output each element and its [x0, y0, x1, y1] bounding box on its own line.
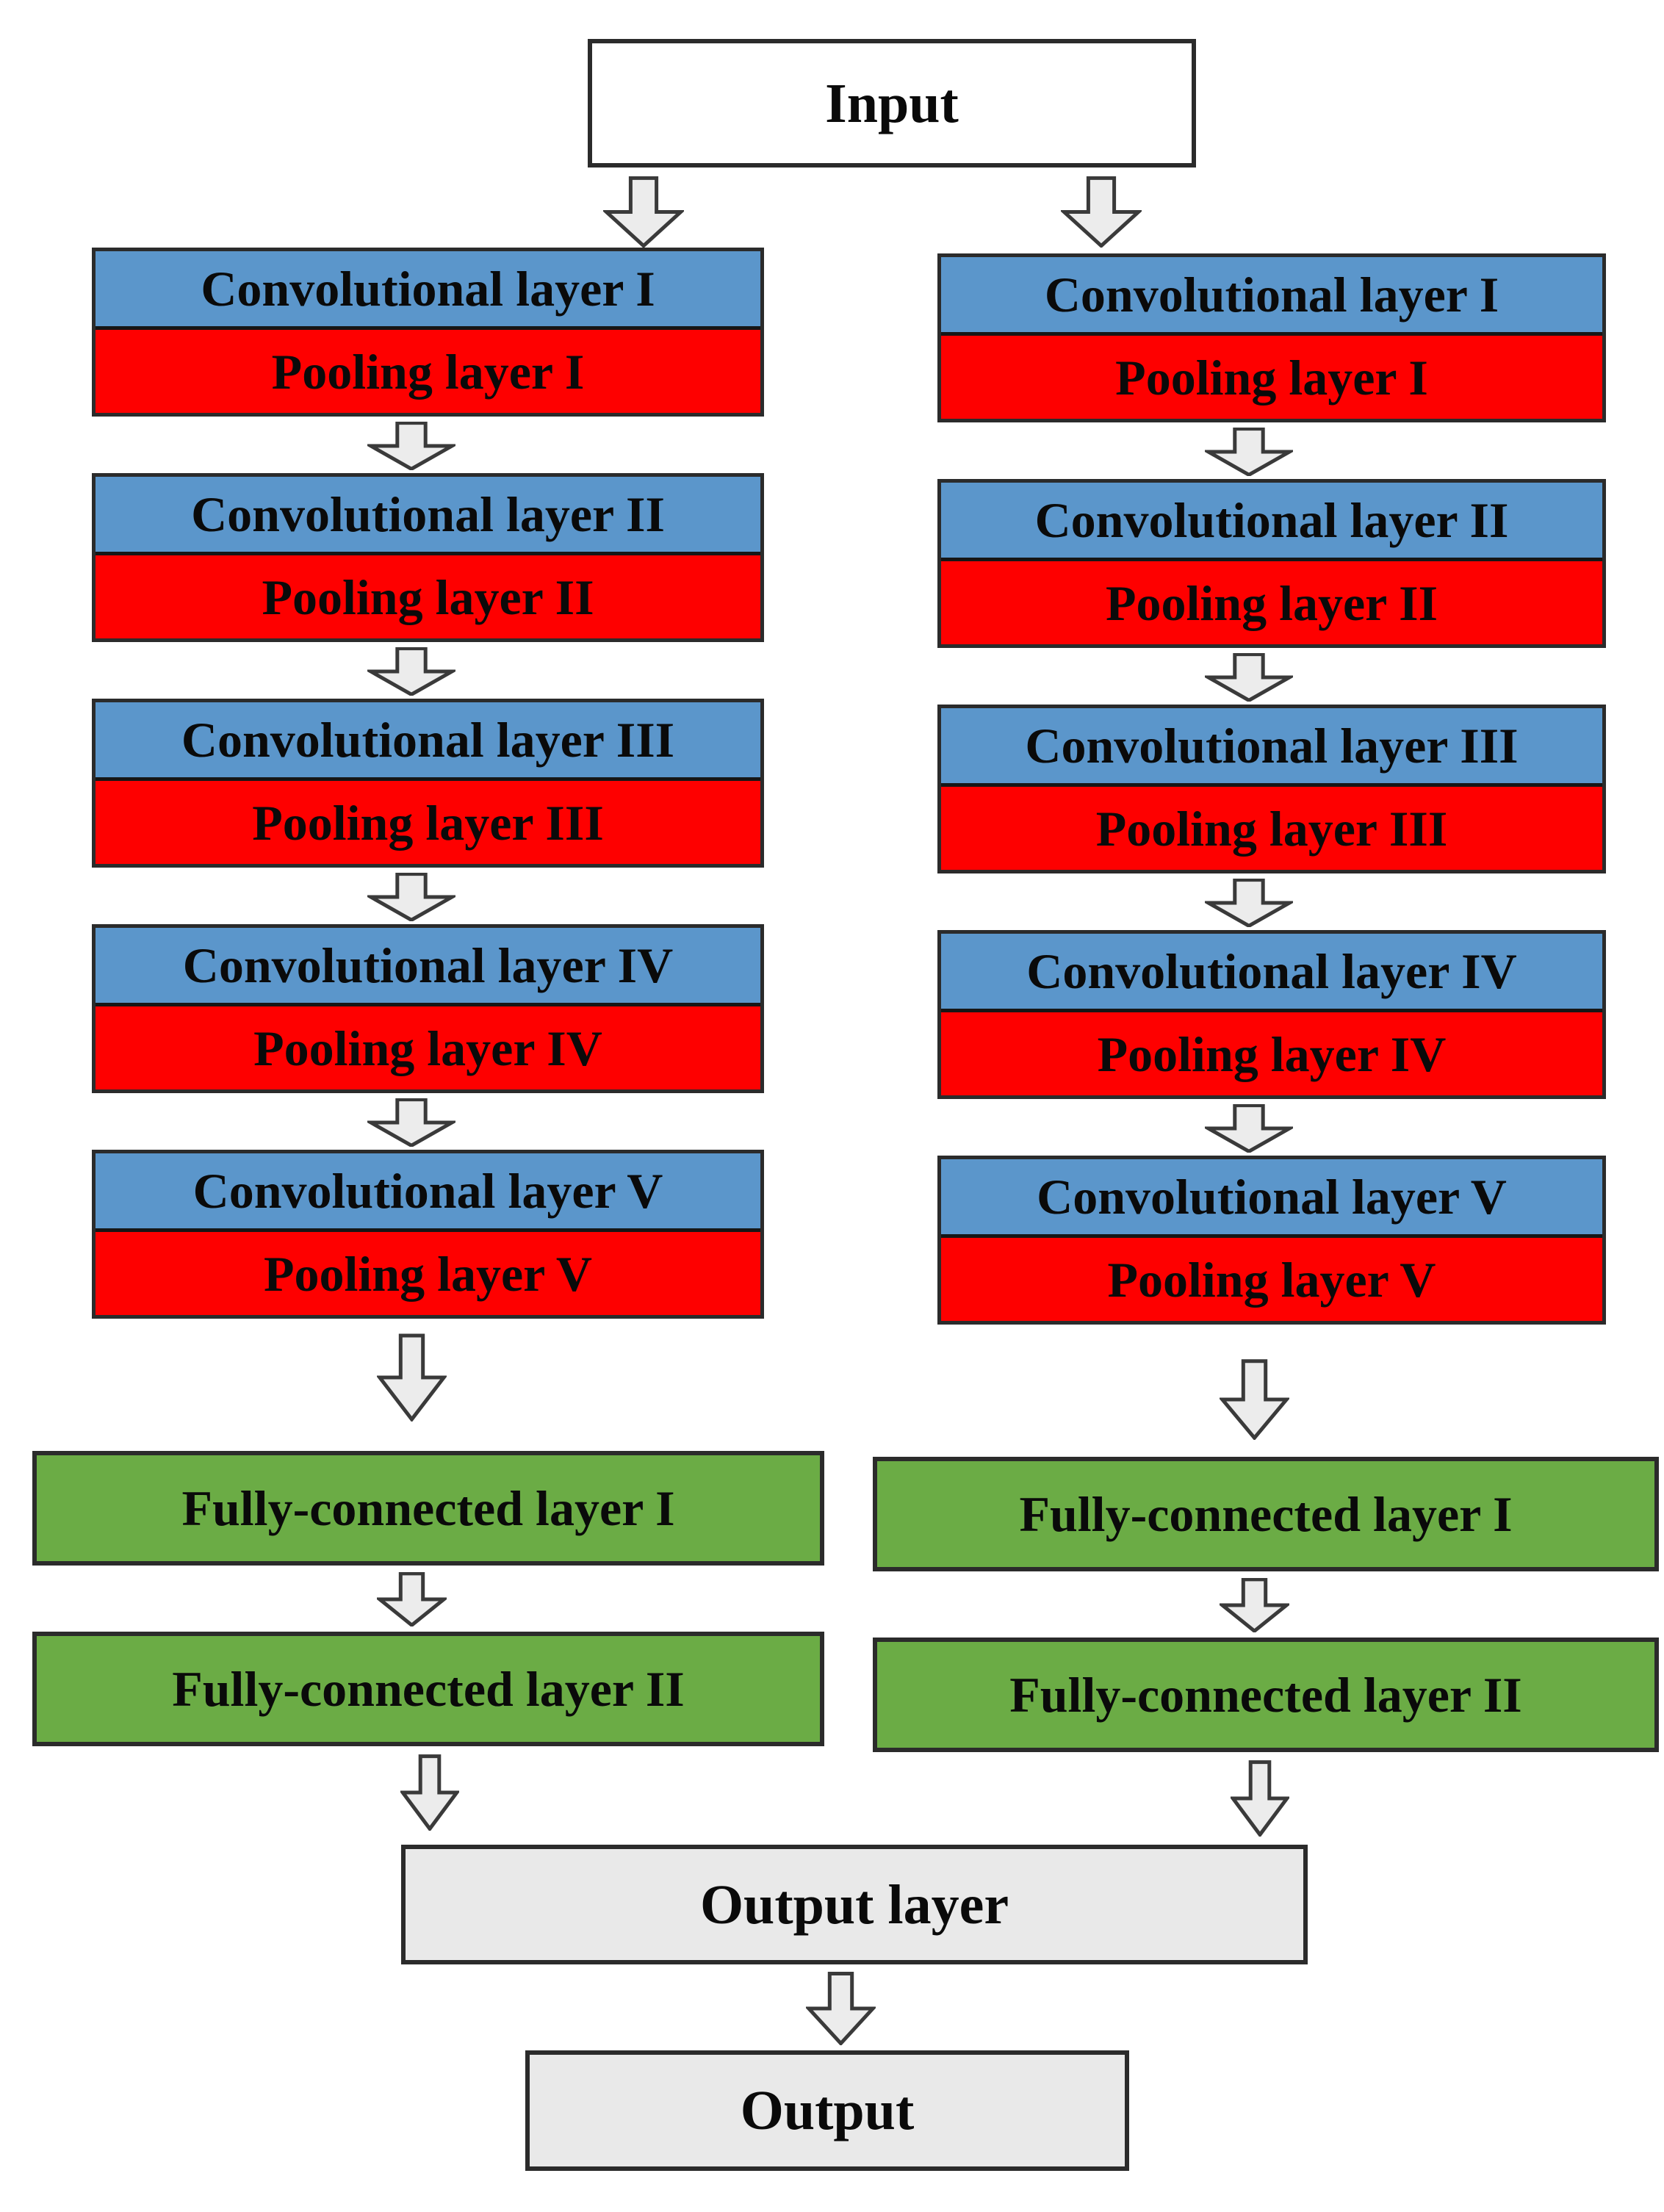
left-conv-layer-4-box: Convolutional layer IV	[96, 928, 760, 1006]
arrow-down-glyph	[1205, 428, 1293, 476]
arrow-down-glyph	[400, 1754, 459, 1831]
left-pool-layer-2-box: Pooling layer II	[96, 555, 760, 638]
left-conv-pool-block-5: Convolutional layer V Pooling layer V	[92, 1150, 764, 1319]
right-conv-layer-2-box: Convolutional layer II	[941, 483, 1602, 561]
arrow-down-icon-left-fc2-to-output	[400, 1754, 459, 1831]
arrow-down-glyph	[1220, 1578, 1289, 1632]
right-pool-layer-1-box: Pooling layer I	[941, 336, 1602, 419]
left-pool-layer-5-box: Pooling layer V	[96, 1232, 760, 1315]
right-conv-pool-block-4: Convolutional layer IV Pooling layer IV	[937, 930, 1606, 1099]
right-pool-layer-2-box: Pooling layer II	[941, 561, 1602, 644]
arrow-down-glyph	[1220, 1359, 1289, 1440]
right-pool-layer-3-box: Pooling layer III	[941, 787, 1602, 870]
right-pool-layer-2-label: Pooling layer II	[1105, 574, 1438, 631]
left-pool-layer-2-label: Pooling layer II	[262, 569, 594, 625]
arrow-down-glyph	[603, 176, 684, 248]
arrow-down-icon-right-2	[1205, 653, 1293, 702]
arrow-down-glyph	[806, 1972, 876, 2045]
left-conv-layer-2-label: Convolutional layer II	[191, 486, 665, 542]
right-conv-pool-block-5: Convolutional layer V Pooling layer V	[937, 1156, 1606, 1325]
output-label: Output	[740, 2080, 915, 2141]
right-conv-layer-2-label: Convolutional layer II	[1034, 492, 1509, 548]
right-conv-pool-block-1: Convolutional layer I Pooling layer I	[937, 253, 1606, 422]
arrow-down-icon-left-4	[367, 1098, 455, 1147]
arrow-down-icon-left-3	[367, 873, 455, 921]
input-label: Input	[825, 72, 959, 134]
output-box: Output	[525, 2050, 1129, 2171]
arrow-down-icon-right-3	[1205, 879, 1293, 927]
left-conv-layer-4-label: Convolutional layer IV	[182, 937, 674, 993]
left-conv-layer-5-label: Convolutional layer V	[192, 1163, 663, 1219]
left-fully-connected-2-label: Fully-connected layer II	[172, 1661, 685, 1717]
left-conv-layer-1-label: Convolutional layer I	[201, 261, 655, 317]
right-conv-layer-5-label: Convolutional layer V	[1037, 1169, 1507, 1225]
arrow-down-icon-left-1	[367, 422, 455, 470]
right-conv-pool-block-3: Convolutional layer III Pooling layer II…	[937, 705, 1606, 873]
right-conv-pool-block-2: Convolutional layer II Pooling layer II	[937, 479, 1606, 648]
left-conv-layer-5-box: Convolutional layer V	[96, 1153, 760, 1232]
left-conv-pool-block-1: Convolutional layer I Pooling layer I	[92, 248, 764, 417]
right-pool-layer-4-label: Pooling layer IV	[1097, 1026, 1447, 1082]
arrow-down-icon-left-2	[367, 647, 455, 696]
left-conv-layer-1-box: Convolutional layer I	[96, 251, 760, 330]
left-conv-pool-block-4: Convolutional layer IV Pooling layer IV	[92, 924, 764, 1093]
arrow-down-glyph	[1061, 176, 1142, 248]
right-pool-layer-5-box: Pooling layer V	[941, 1238, 1602, 1321]
arrow-down-glyph	[1205, 1104, 1293, 1153]
arrow-down-glyph	[367, 1098, 455, 1147]
left-fully-connected-1-label: Fully-connected layer I	[181, 1480, 675, 1536]
arrow-down-icon-left-fc1-fc2	[377, 1572, 447, 1626]
arrow-down-icon-right-1	[1205, 428, 1293, 476]
left-pool-layer-4-label: Pooling layer IV	[253, 1020, 602, 1076]
arrow-down-icon-right-4	[1205, 1104, 1293, 1153]
left-pool-layer-3-label: Pooling layer III	[252, 794, 604, 851]
right-conv-layer-4-label: Convolutional layer IV	[1026, 943, 1517, 999]
right-conv-layer-3-box: Convolutional layer III	[941, 708, 1602, 787]
arrow-down-glyph	[377, 1572, 447, 1626]
arrow-down-icon-input-to-right-branch	[1061, 176, 1142, 248]
arrow-down-glyph	[1205, 879, 1293, 927]
right-conv-layer-1-label: Convolutional layer I	[1044, 267, 1499, 323]
output-layer-label: Output layer	[699, 1873, 1009, 1936]
right-pool-layer-1-label: Pooling layer I	[1115, 349, 1428, 406]
right-pool-layer-3-label: Pooling layer III	[1095, 800, 1448, 857]
right-pool-layer-4-box: Pooling layer IV	[941, 1012, 1602, 1095]
left-conv-layer-2-box: Convolutional layer II	[96, 477, 760, 555]
arrow-down-icon-outputlayer-to-output	[806, 1972, 876, 2045]
arrow-down-icon-left-to-fc	[377, 1333, 447, 1422]
left-pool-layer-4-box: Pooling layer IV	[96, 1006, 760, 1089]
left-pool-layer-5-label: Pooling layer V	[263, 1245, 593, 1302]
arrow-down-icon-right-fc2-to-output	[1231, 1760, 1289, 1837]
right-fully-connected-1-box: Fully-connected layer I	[873, 1457, 1659, 1571]
arrow-down-glyph	[1205, 653, 1293, 702]
left-fully-connected-1-box: Fully-connected layer I	[32, 1451, 824, 1566]
right-fully-connected-1-label: Fully-connected layer I	[1019, 1486, 1513, 1542]
arrow-down-glyph	[367, 873, 455, 921]
right-conv-layer-5-box: Convolutional layer V	[941, 1159, 1602, 1238]
left-pool-layer-3-box: Pooling layer III	[96, 781, 760, 864]
left-pool-layer-1-box: Pooling layer I	[96, 330, 760, 413]
arrow-down-glyph	[377, 1333, 447, 1422]
right-fully-connected-2-label: Fully-connected layer II	[1009, 1667, 1522, 1723]
arrow-down-icon-right-fc1-fc2	[1220, 1578, 1289, 1632]
arrow-down-glyph	[1231, 1760, 1289, 1837]
output-layer-box: Output layer	[401, 1845, 1308, 1964]
left-conv-pool-block-3: Convolutional layer III Pooling layer II…	[92, 699, 764, 868]
left-conv-layer-3-box: Convolutional layer III	[96, 702, 760, 781]
arrow-down-icon-input-to-left-branch	[603, 176, 684, 248]
arrow-down-icon-right-to-fc	[1220, 1359, 1289, 1440]
arrow-down-glyph	[367, 647, 455, 696]
arrow-down-glyph	[367, 422, 455, 470]
right-conv-layer-4-box: Convolutional layer IV	[941, 934, 1602, 1012]
left-conv-pool-block-2: Convolutional layer II Pooling layer II	[92, 473, 764, 642]
left-pool-layer-1-label: Pooling layer I	[271, 343, 585, 400]
right-fully-connected-2-box: Fully-connected layer II	[873, 1638, 1659, 1752]
right-pool-layer-5-label: Pooling layer V	[1107, 1251, 1436, 1308]
left-fully-connected-2-box: Fully-connected layer II	[32, 1632, 824, 1746]
right-conv-layer-1-box: Convolutional layer I	[941, 257, 1602, 336]
input-box: Input	[588, 39, 1196, 167]
left-conv-layer-3-label: Convolutional layer III	[181, 712, 675, 768]
right-conv-layer-3-label: Convolutional layer III	[1025, 718, 1519, 774]
